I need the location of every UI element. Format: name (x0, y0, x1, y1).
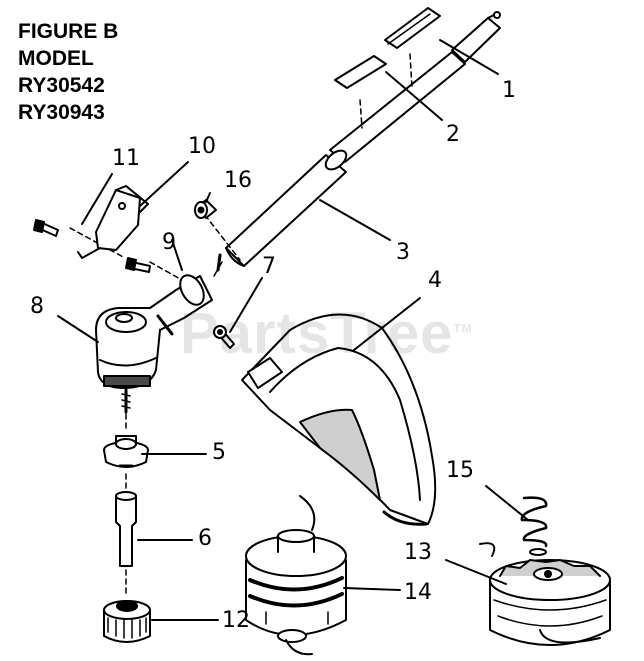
spacer-part-16 (194, 199, 217, 219)
callout-4: 4 (428, 268, 442, 293)
model-number-2: RY30943 (18, 101, 105, 124)
callout-3: 3 (396, 240, 410, 265)
figure-title-block: FIGURE B MODEL RY30542 RY30943 (18, 18, 118, 126)
callout-15: 15 (446, 458, 474, 483)
screw-part-7 (213, 325, 235, 349)
watermark: PartsTreeTM (180, 301, 473, 366)
callout-1: 1 (502, 78, 516, 103)
callout-11: 11 (112, 146, 140, 171)
spring-part-15 (520, 496, 548, 556)
model-number-1: RY30542 (18, 74, 105, 97)
washer-part-5 (103, 435, 149, 468)
bracket-part-10 (77, 185, 149, 259)
callout-7: 7 (262, 254, 276, 279)
callout-12: 12 (222, 608, 250, 633)
screw-part-9 (125, 257, 151, 273)
lower-shaft (213, 149, 348, 277)
upper-shaft (329, 7, 501, 163)
callout-8: 8 (30, 294, 44, 319)
screw-part-11 (33, 219, 59, 237)
figure-label: FIGURE B (18, 20, 119, 43)
stem-part-6 (115, 491, 137, 567)
callout-6: 6 (198, 526, 212, 551)
guard-part-4 (241, 313, 437, 526)
callout-9: 9 (162, 230, 176, 255)
gear-head-part-8 (95, 274, 213, 414)
model-label: MODEL (18, 47, 94, 70)
callout-14: 14 (404, 580, 432, 605)
callout-5: 5 (212, 440, 226, 465)
callout-13: 13 (404, 540, 432, 565)
bump-knob-part-12 (103, 600, 151, 643)
callout-2: 2 (446, 122, 460, 147)
leader-lines (57, 39, 529, 621)
callout-10: 10 (188, 134, 216, 159)
housing-part-13 (479, 542, 611, 646)
callout-16: 16 (224, 168, 252, 193)
spool-part-14 (245, 495, 347, 656)
